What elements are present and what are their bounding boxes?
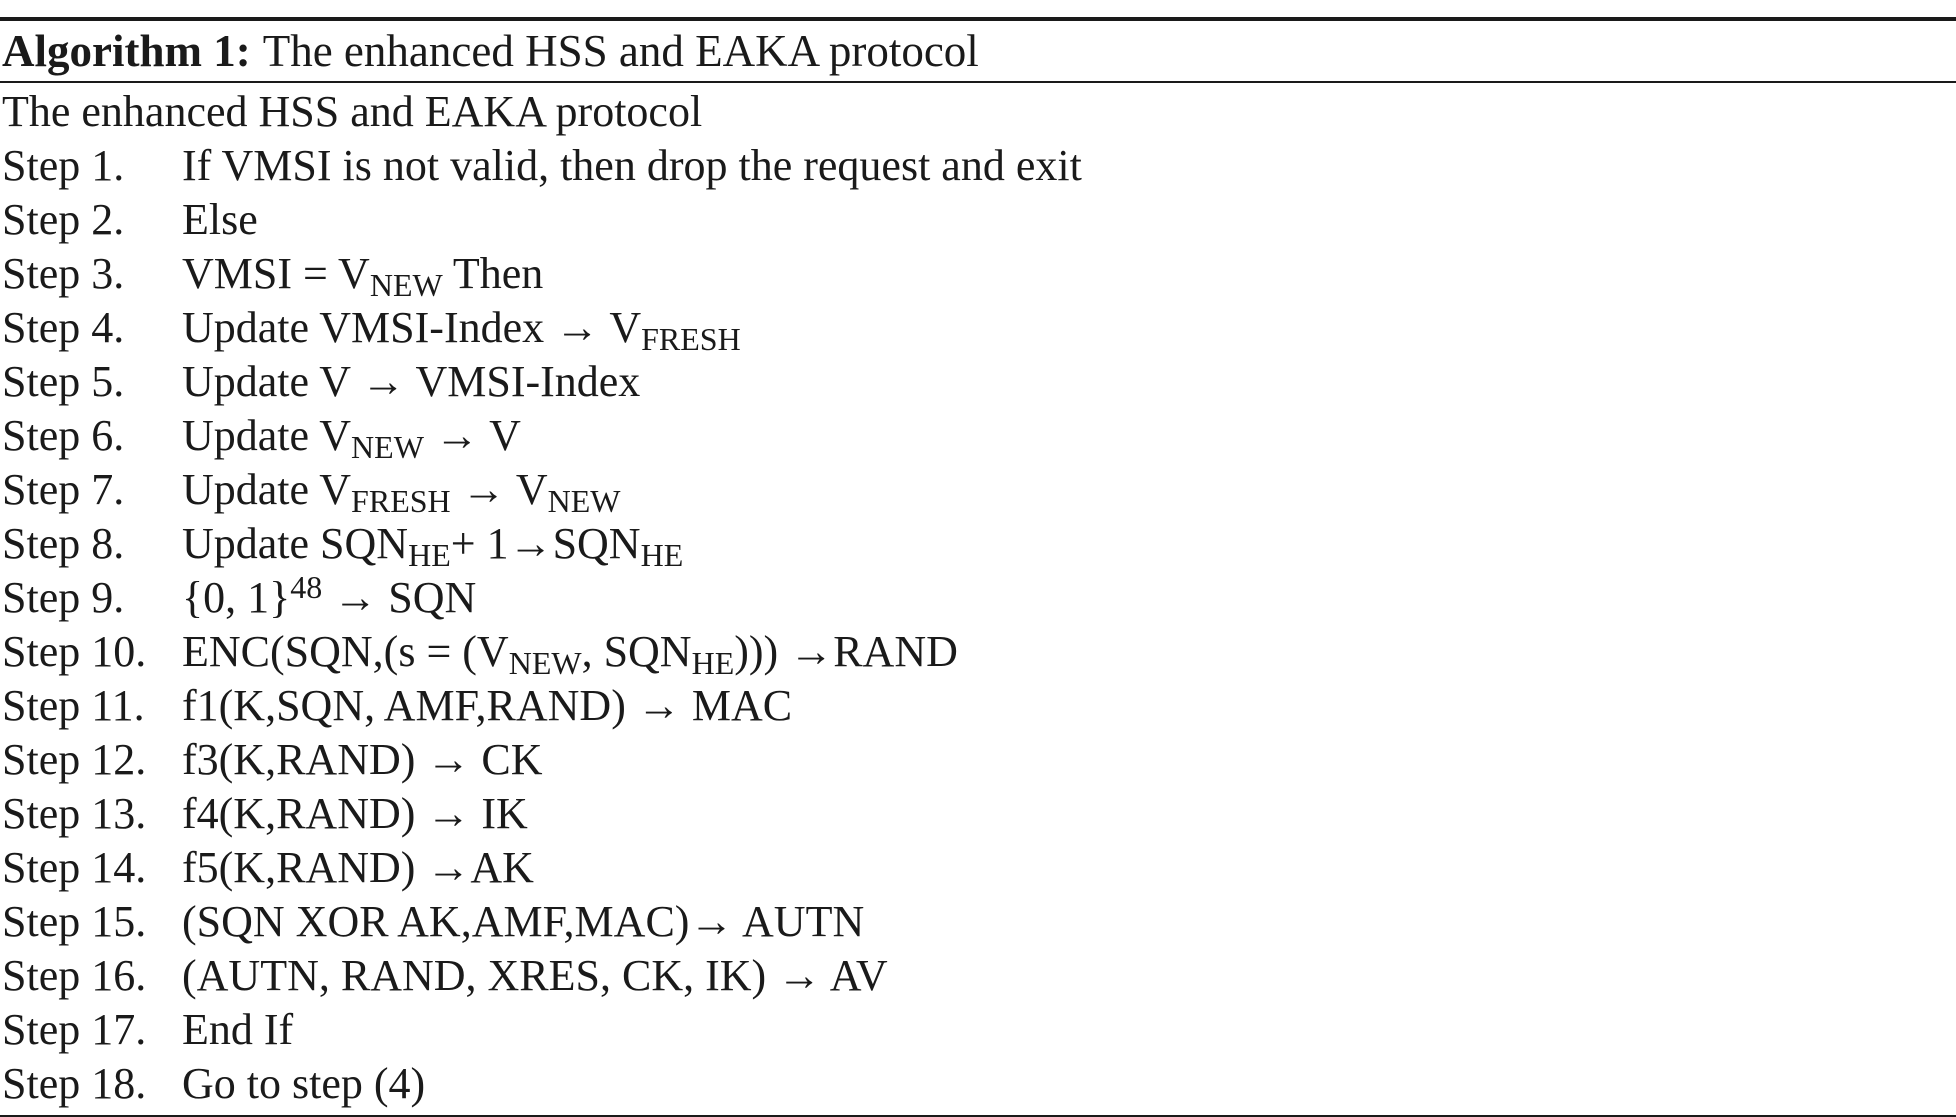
step-text: Update V	[182, 411, 352, 460]
step-label: Step 2.	[2, 195, 125, 244]
subscript: NEW	[351, 429, 424, 465]
step-text: Update VMSI-Index → V	[182, 303, 642, 352]
step-content: Else	[182, 193, 258, 247]
step-text: , SQN	[581, 627, 692, 676]
step-content: Go to step (4)	[182, 1057, 425, 1111]
step-line: Step 15. (SQN XOR AK,AMF,MAC)→ AUTN	[0, 895, 1956, 949]
step-text: End If	[182, 1005, 294, 1054]
step-label: Step 10.	[2, 627, 147, 676]
step-label: Step 7.	[2, 465, 125, 514]
step-content: Update V → VMSI-Index	[182, 355, 640, 409]
step-content: f1(K,SQN, AMF,RAND) → MAC	[182, 679, 792, 733]
step-label: Step 9.	[2, 573, 125, 622]
step-text: Then	[442, 249, 544, 298]
caption-label: Algorithm 1:	[2, 26, 251, 76]
step-text: If VMSI is not valid, then drop the requ…	[182, 141, 1082, 190]
step-text: + 1→SQN	[450, 519, 641, 568]
step-text: → V	[450, 465, 548, 514]
step-content: (SQN XOR AK,AMF,MAC)→ AUTN	[182, 895, 864, 949]
step-content: Update VMSI-Index → VFRESH	[182, 301, 741, 355]
step-text: f4(K,RAND) → IK	[182, 789, 528, 838]
step-line: Step 12. f3(K,RAND) → CK	[0, 733, 1956, 787]
step-label: Step 4.	[2, 303, 125, 352]
step-content: Update VFRESH → VNEW	[182, 463, 620, 517]
step-text: → V	[423, 411, 521, 460]
step-text: Update V	[182, 465, 352, 514]
step-line: Step 16. (AUTN, RAND, XRES, CK, IK) → AV	[0, 949, 1956, 1003]
algorithm-body: The enhanced HSS and EAKA protocol Step …	[0, 83, 1956, 1111]
step-line: Step 3. VMSI = VNEW Then	[0, 247, 1956, 301]
caption-title: The enhanced HSS and EAKA protocol	[262, 26, 979, 76]
step-content: f3(K,RAND) → CK	[182, 733, 543, 787]
step-label: Step 16.	[2, 951, 147, 1000]
step-line: Step 13. f4(K,RAND) → IK	[0, 787, 1956, 841]
subscript: HE	[408, 537, 451, 573]
caption-rule	[0, 81, 1956, 83]
superscript: 48	[290, 569, 323, 605]
step-label: Step 12.	[2, 735, 147, 784]
algorithm-heading: The enhanced HSS and EAKA protocol	[2, 87, 703, 136]
step-line: Step 6. Update VNEW → V	[0, 409, 1956, 463]
top-rule	[0, 17, 1956, 21]
step-line: Step 9. {0, 1}48 → SQN	[0, 571, 1956, 625]
step-line: Step 7. Update VFRESH → VNEW	[0, 463, 1956, 517]
step-content: If VMSI is not valid, then drop the requ…	[182, 139, 1082, 193]
step-label: Step 14.	[2, 843, 147, 892]
step-text: (AUTN, RAND, XRES, CK, IK) → AV	[182, 951, 888, 1000]
step-content: f4(K,RAND) → IK	[182, 787, 528, 841]
step-content: {0, 1}48 → SQN	[182, 571, 476, 625]
step-text: Go to step (4)	[182, 1059, 426, 1108]
step-line: Step 5. Update V → VMSI-Index	[0, 355, 1956, 409]
step-content: Update SQNHE+ 1→SQNHE	[182, 517, 683, 571]
step-text: Update SQN	[182, 519, 409, 568]
step-line: Step 10. ENC(SQN,(s = (VNEW, SQNHE))) →RA…	[0, 625, 1956, 679]
step-text: {0, 1}	[182, 573, 291, 622]
step-label: Step 6.	[2, 411, 125, 460]
step-line: Step 14. f5(K,RAND) →AK	[0, 841, 1956, 895]
step-label: Step 3.	[2, 249, 125, 298]
step-content: f5(K,RAND) →AK	[182, 841, 534, 895]
step-text: ))) →RAND	[734, 627, 958, 676]
step-line: Step 1. If VMSI is not valid, then drop t…	[0, 139, 1956, 193]
step-label: Step 8.	[2, 519, 125, 568]
subscript: FRESH	[351, 483, 451, 519]
step-label: Step 5.	[2, 357, 125, 406]
subscript: NEW	[508, 645, 582, 681]
step-text: → SQN	[322, 573, 477, 622]
step-line: Step 11. f1(K,SQN, AMF,RAND) → MAC	[0, 679, 1956, 733]
step-line: Step 18. Go to step (4)	[0, 1057, 1956, 1111]
step-text: Else	[182, 195, 258, 244]
algorithm-box: Algorithm 1: The enhanced HSS and EAKA p…	[0, 17, 1956, 1117]
step-label: Step 18.	[2, 1059, 147, 1108]
step-text: f1(K,SQN, AMF,RAND) → MAC	[182, 681, 793, 730]
step-label: Step 17.	[2, 1005, 147, 1054]
step-label: Step 13.	[2, 789, 147, 838]
step-line: Step 2. Else	[0, 193, 1956, 247]
algorithm-caption: Algorithm 1: The enhanced HSS and EAKA p…	[0, 21, 1956, 81]
step-text: Update V → VMSI-Index	[182, 357, 641, 406]
subscript: HE	[691, 645, 735, 681]
step-content: Update VNEW → V	[182, 409, 521, 463]
step-line: Step 17. End If	[0, 1003, 1956, 1057]
step-content: (AUTN, RAND, XRES, CK, IK) → AV	[182, 949, 888, 1003]
subscript: HE	[640, 537, 684, 573]
subscript: NEW	[369, 267, 443, 303]
step-text: (SQN XOR AK,AMF,MAC)→ AUTN	[182, 897, 865, 946]
step-content: End If	[182, 1003, 293, 1057]
step-label: Step 15.	[2, 897, 147, 946]
step-content: ENC(SQN,(s = (VNEW, SQNHE))) →RAND	[182, 625, 958, 679]
step-label: Step 1.	[2, 141, 125, 190]
step-content: VMSI = VNEW Then	[182, 247, 543, 301]
step-label: Step 11.	[2, 681, 145, 730]
step-text: ENC(SQN,(s = (V	[182, 627, 509, 676]
step-text: f5(K,RAND) →AK	[182, 843, 534, 892]
step-line: Step 8.Update SQNHE+ 1→SQNHE	[0, 517, 1956, 571]
subscript: FRESH	[641, 321, 741, 357]
step-line: Step 4. Update VMSI-Index → VFRESH	[0, 301, 1956, 355]
step-text: VMSI = V	[182, 249, 370, 298]
step-text: f3(K,RAND) → CK	[182, 735, 543, 784]
subscript: NEW	[547, 483, 621, 519]
